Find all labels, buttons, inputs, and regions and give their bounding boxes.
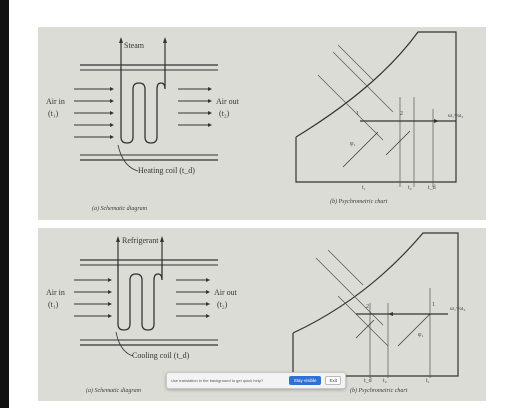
chart-tick: t₁ bbox=[362, 185, 366, 191]
chart-tick: t_d bbox=[364, 378, 372, 384]
chart-tick: t₁ bbox=[426, 378, 430, 384]
air-out-label: Air out bbox=[214, 288, 237, 297]
exit-button[interactable]: Exit bbox=[325, 376, 341, 385]
caption-psychrometric: (b) Psychrometric chart bbox=[350, 388, 408, 394]
chart-tick: t_d bbox=[428, 185, 436, 191]
toast-message: Use translation in the background to get… bbox=[171, 378, 264, 383]
chart-point: 1 bbox=[432, 302, 435, 308]
air-in-temp: (t₁) bbox=[48, 300, 59, 309]
chart-tick: t₂ bbox=[408, 185, 412, 191]
air-out-temp: (t₂) bbox=[217, 300, 228, 309]
heating-coil-label: Heating coil (t_d) bbox=[138, 166, 195, 175]
cooling-figure-drawing bbox=[74, 232, 459, 378]
steam-label: Steam bbox=[124, 41, 144, 50]
chart-point: 2 bbox=[400, 111, 403, 117]
rh-label: φ₁ bbox=[418, 332, 424, 338]
caption-schematic: (a) Schematic diagram bbox=[92, 206, 147, 212]
stay-visible-button[interactable]: Stay visible bbox=[288, 376, 322, 385]
chart-point: 2 bbox=[366, 304, 369, 310]
air-in-label: Air in bbox=[46, 97, 65, 106]
air-in-temp: (t₁) bbox=[48, 109, 59, 118]
cooling-coil-label: Cooling coil (t_d) bbox=[132, 351, 190, 360]
chart-point: 1 bbox=[356, 111, 359, 117]
window-edge bbox=[0, 0, 9, 408]
refrigerant-label: Refrigerant bbox=[122, 236, 159, 245]
humidity-ratio-label: ω₁=ω₂ bbox=[450, 306, 466, 312]
air-in-label: Air in bbox=[46, 288, 65, 297]
heating-figure-drawing bbox=[74, 31, 457, 187]
humidity-ratio-label: ω₁=ω₂ bbox=[448, 113, 464, 119]
air-out-label: Air out bbox=[216, 97, 239, 106]
heating-figure-photo: Steam Air in (t₁) Air out (t₂) Heating c… bbox=[38, 27, 486, 220]
air-out-temp: (t₂) bbox=[219, 109, 230, 118]
caption-schematic: (a) Schematic diagram bbox=[86, 388, 141, 394]
chart-tick: t₂ bbox=[383, 378, 387, 384]
caption-psychrometric: (b) Psychrometric chart bbox=[330, 199, 388, 205]
rh-label: φ₁ bbox=[350, 141, 356, 147]
translation-toast: Use translation in the background to get… bbox=[166, 372, 346, 389]
